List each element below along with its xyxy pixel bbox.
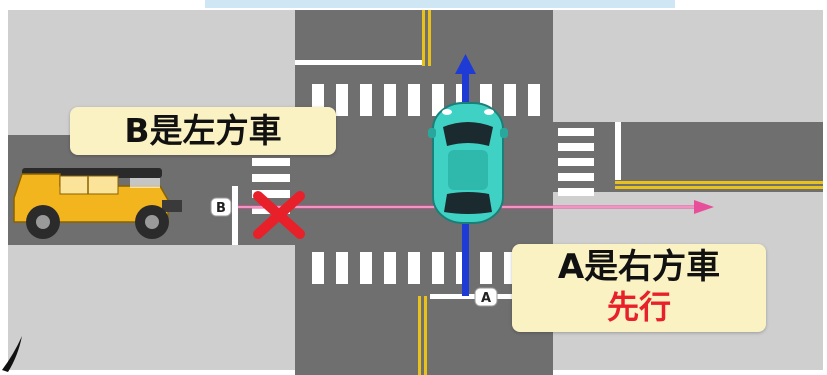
- vehicle-b-tag-text: B: [216, 201, 226, 216]
- yellow-center-line-right: [615, 181, 823, 189]
- vehicle-a-tag: A: [474, 287, 498, 307]
- crosswalk-stripe: [528, 84, 540, 116]
- stop-line-left: [232, 186, 238, 245]
- teal-car-icon: [428, 102, 508, 224]
- vehicle-a-label-box: A是右方車 先行: [512, 244, 766, 332]
- crosswalk-stripe: [360, 84, 372, 116]
- corner-swoosh: [2, 336, 22, 372]
- crosswalk-stripe: [252, 174, 290, 182]
- sidewalk-sw: [8, 245, 295, 370]
- crosswalk-right: [558, 128, 594, 196]
- stop-line-right: [615, 122, 621, 180]
- crosswalk-stripe: [360, 252, 372, 284]
- vehicle-b-tag: B: [210, 197, 232, 217]
- crosswalk-stripe: [384, 252, 396, 284]
- crosswalk-stripe: [252, 190, 290, 198]
- crosswalk-stripe: [558, 188, 594, 196]
- vehicle-b-label: B是左方車: [124, 111, 282, 150]
- crosswalk-stripe: [432, 84, 444, 116]
- crosswalk-stripe: [336, 84, 348, 116]
- crosswalk-stripe: [384, 84, 396, 116]
- crosswalk-stripe: [252, 158, 290, 166]
- crosswalk-stripe: [480, 252, 492, 284]
- yellow-center-line-bottom: [418, 296, 427, 375]
- sidewalk-ne: [553, 10, 823, 122]
- crosswalk-stripe: [558, 143, 594, 151]
- crosswalk-stripe: [312, 252, 324, 284]
- stop-line-top: [295, 60, 422, 65]
- crosswalk-stripe: [336, 252, 348, 284]
- vehicle-b-label-box: B是左方車: [70, 107, 336, 155]
- crosswalk-stripe: [432, 252, 444, 284]
- crosswalk-stripe: [408, 252, 420, 284]
- crosswalk-stripe: [408, 84, 420, 116]
- top-frame: [205, 0, 675, 8]
- vehicle-a-label: A是右方車: [557, 247, 721, 287]
- vehicle-a-tag-text: A: [481, 291, 491, 306]
- horizontal-road-right: [550, 122, 823, 192]
- crosswalk-stripe: [504, 84, 516, 116]
- yellow-center-line-top: [422, 10, 431, 66]
- crosswalk-stripe: [558, 158, 594, 166]
- crosswalk-stripe: [558, 173, 594, 181]
- crosswalk-stripe: [558, 128, 594, 136]
- red-x-icon: [253, 191, 305, 239]
- yellow-jeep-icon: [13, 168, 182, 239]
- right-of-way-label: 先行: [606, 288, 671, 326]
